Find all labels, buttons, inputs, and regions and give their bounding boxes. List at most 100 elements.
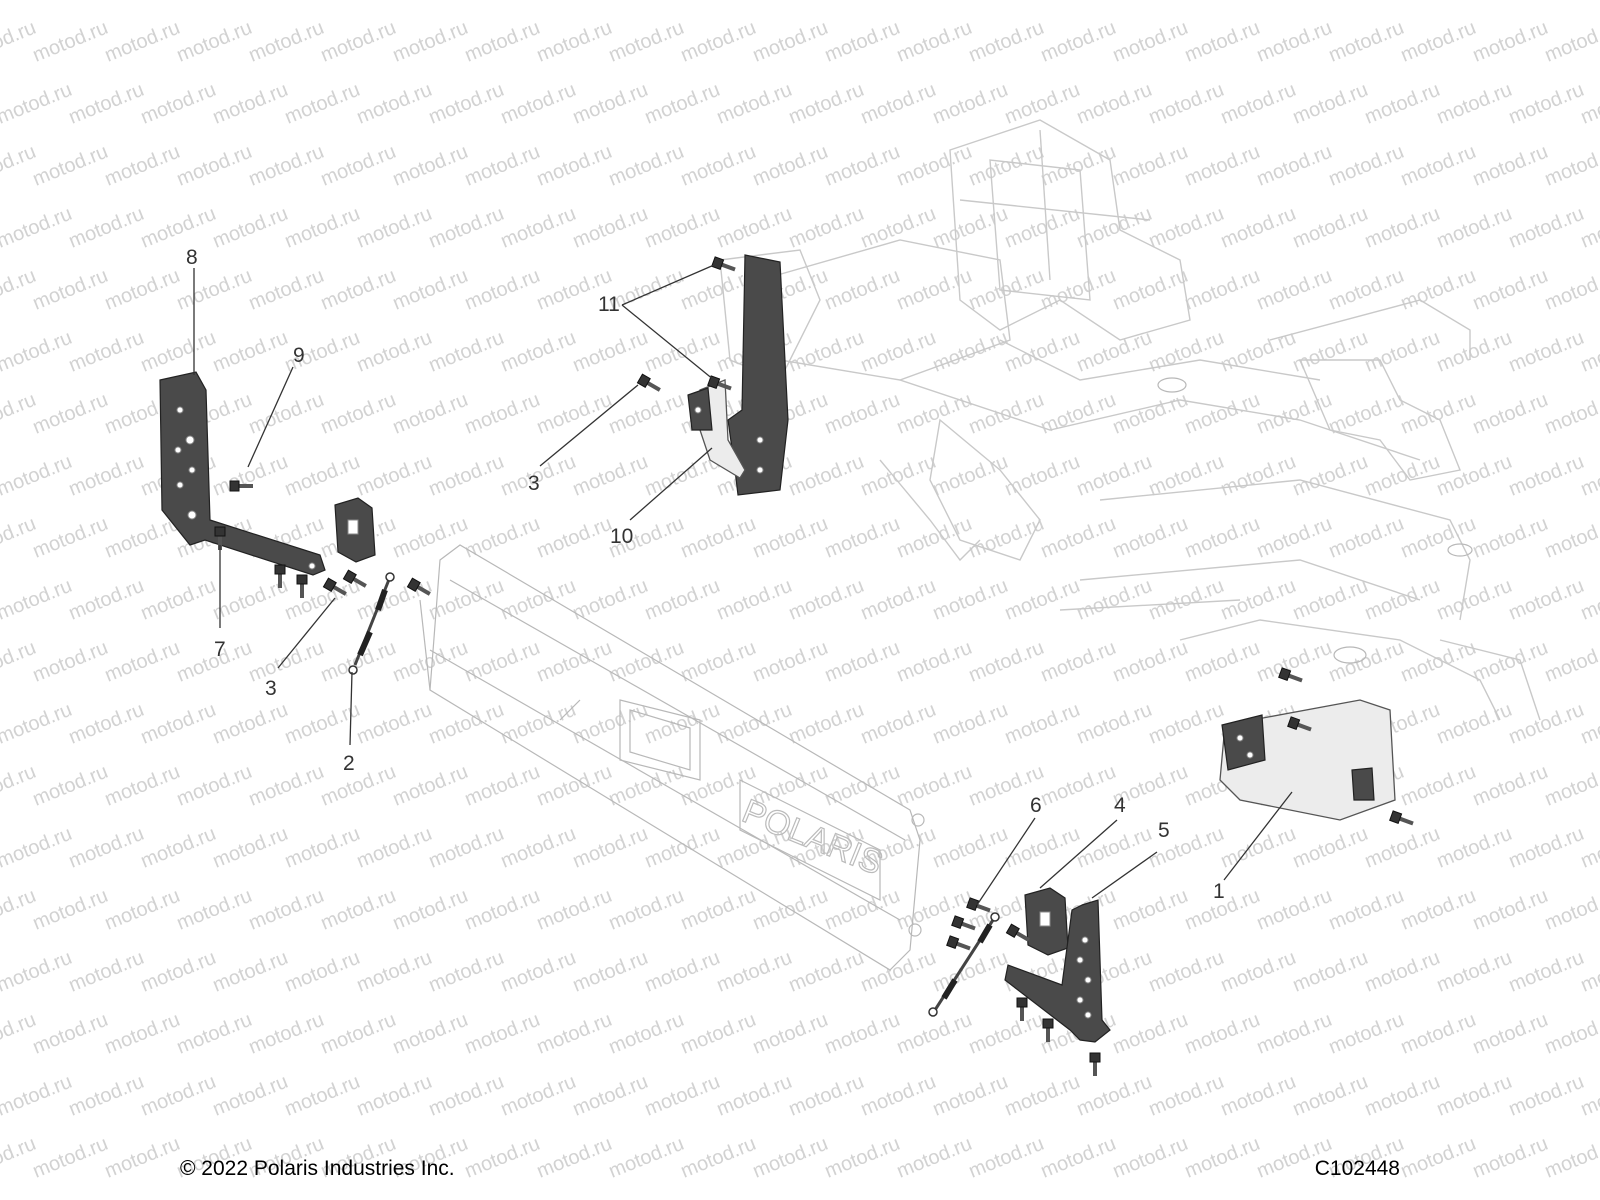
watermark-text: motod.ru [66,203,147,253]
watermark-text: motod.ru [606,1009,687,1059]
watermark-text: motod.ru [1434,575,1515,625]
watermark-text: motod.ru [426,203,507,253]
watermark-text: motod.ru [390,885,471,935]
watermark-text: motod.ru [0,947,75,997]
watermark-text: motod.ru [462,885,543,935]
watermark-text: motod.ru [966,637,1047,687]
watermark-text: motod.ru [858,1071,939,1121]
watermark-text: motod.ru [1146,0,1227,5]
watermark-text: motod.ru [30,389,111,439]
watermark-text: motod.ru [570,0,651,5]
callout-11: 11 [598,293,620,316]
watermark-text: motod.ru [318,17,399,67]
watermark-text: motod.ru [102,761,183,811]
watermark-text: motod.ru [534,513,615,563]
watermark-text: motod.ru [0,761,39,811]
watermark-text: motod.ru [1470,885,1551,935]
watermark-text: motod.ru [858,451,939,501]
watermark-text: motod.ru [1146,1071,1227,1121]
watermark-text: motod.ru [822,761,903,811]
watermark-text: motod.ru [282,947,363,997]
watermark-text: motod.ru [606,637,687,687]
watermark-text: motod.ru [714,203,795,253]
watermark-text: motod.ru [1470,761,1551,811]
bolt [1278,667,1303,683]
watermark-text: motod.ru [1398,389,1479,439]
callout-1: 1 [1213,880,1225,903]
part-4-latch-block [1024,887,1069,956]
watermark-text: motod.ru [0,203,75,253]
watermark-text: motod.ru [822,1133,903,1183]
watermark-text: motod.ru [930,0,1011,5]
watermark-text: motod.ru [462,1133,543,1183]
fasteners [214,256,1414,1076]
watermark-text: motod.ru [246,885,327,935]
watermark-text: motod.ru [1326,637,1407,687]
watermark-text: motod.ru [1434,1071,1515,1121]
watermark-text: motod.ru [1038,637,1119,687]
watermark-text: motod.ru [210,203,291,253]
watermark-text: motod.ru [1290,0,1371,5]
watermark-text: motod.ru [138,1071,219,1121]
watermark-text: motod.ru [894,389,975,439]
watermark-text: motod.ru [282,0,363,5]
watermark-text: motod.ru [246,637,327,687]
watermark-text: motod.ru [1254,885,1335,935]
watermark-text: motod.ru [534,141,615,191]
watermark-text: motod.ru [66,1071,147,1121]
watermark-text: motod.ru [966,389,1047,439]
watermark-text: motod.ru [210,823,291,873]
watermark-text: motod.ru [1290,575,1371,625]
watermark-text: motod.ru [0,885,39,935]
watermark-text: motod.ru [1182,1009,1263,1059]
watermark-text: motod.ru [750,513,831,563]
watermark-text: motod.ru [1362,327,1443,377]
watermark-text: motod.ru [894,141,975,191]
watermark-text: motod.ru [0,637,39,687]
watermark-text: motod.ru [0,451,75,501]
watermark-text: motod.ru [1326,141,1407,191]
watermark-text: motod.ru [1470,17,1551,67]
callout-10: 10 [610,525,633,548]
watermark-text: motod.ru [1362,947,1443,997]
part-5-right-bracket [1004,899,1111,1043]
watermark-text: motod.ru [642,79,723,129]
watermark-text: motod.ru [1218,79,1299,129]
watermark-text: motod.ru [1542,141,1600,191]
watermark-text: motod.ru [354,823,435,873]
watermark-text: motod.ru [30,513,111,563]
watermark-text: motod.ru [750,17,831,67]
bolt [274,564,286,588]
watermark-text: motod.ru [1542,265,1600,315]
watermark-text: motod.ru [30,17,111,67]
watermark-text: motod.ru [678,637,759,687]
watermark-text: motod.ru [66,947,147,997]
watermark-text: motod.ru [822,1009,903,1059]
watermark-text: motod.ru [1110,1009,1191,1059]
watermark-text: motod.ru [1146,947,1227,997]
watermark-text: motod.ru [606,761,687,811]
watermark-text: motod.ru [1002,0,1083,5]
watermark-text: motod.ru [1218,575,1299,625]
watermark-text: motod.ru [822,513,903,563]
watermark-text: motod.ru [282,451,363,501]
watermark-text: motod.ru [930,575,1011,625]
part-10-center-bracket [687,254,789,496]
watermark-text: motod.ru [822,141,903,191]
watermark-text: motod.ru [0,141,39,191]
watermark-text: motod.ru [1398,1009,1479,1059]
watermark-text: motod.ru [498,327,579,377]
watermark-text: motod.ru [894,761,975,811]
watermark-text: motod.ru [318,265,399,315]
watermark-text: motod.ru [210,1071,291,1121]
watermark-text: motod.ru [1434,327,1515,377]
watermark-text: motod.ru [858,947,939,997]
watermark-text: motod.ru [1398,141,1479,191]
watermark-text: motod.ru [1542,761,1600,811]
watermark-text: motod.ru [1434,823,1515,873]
watermark-text: motod.ru [210,947,291,997]
watermark-text: motod.ru [246,265,327,315]
watermark-text: motod.ru [1506,0,1587,5]
watermark-text: motod.ru [894,637,975,687]
bolt [636,373,661,392]
